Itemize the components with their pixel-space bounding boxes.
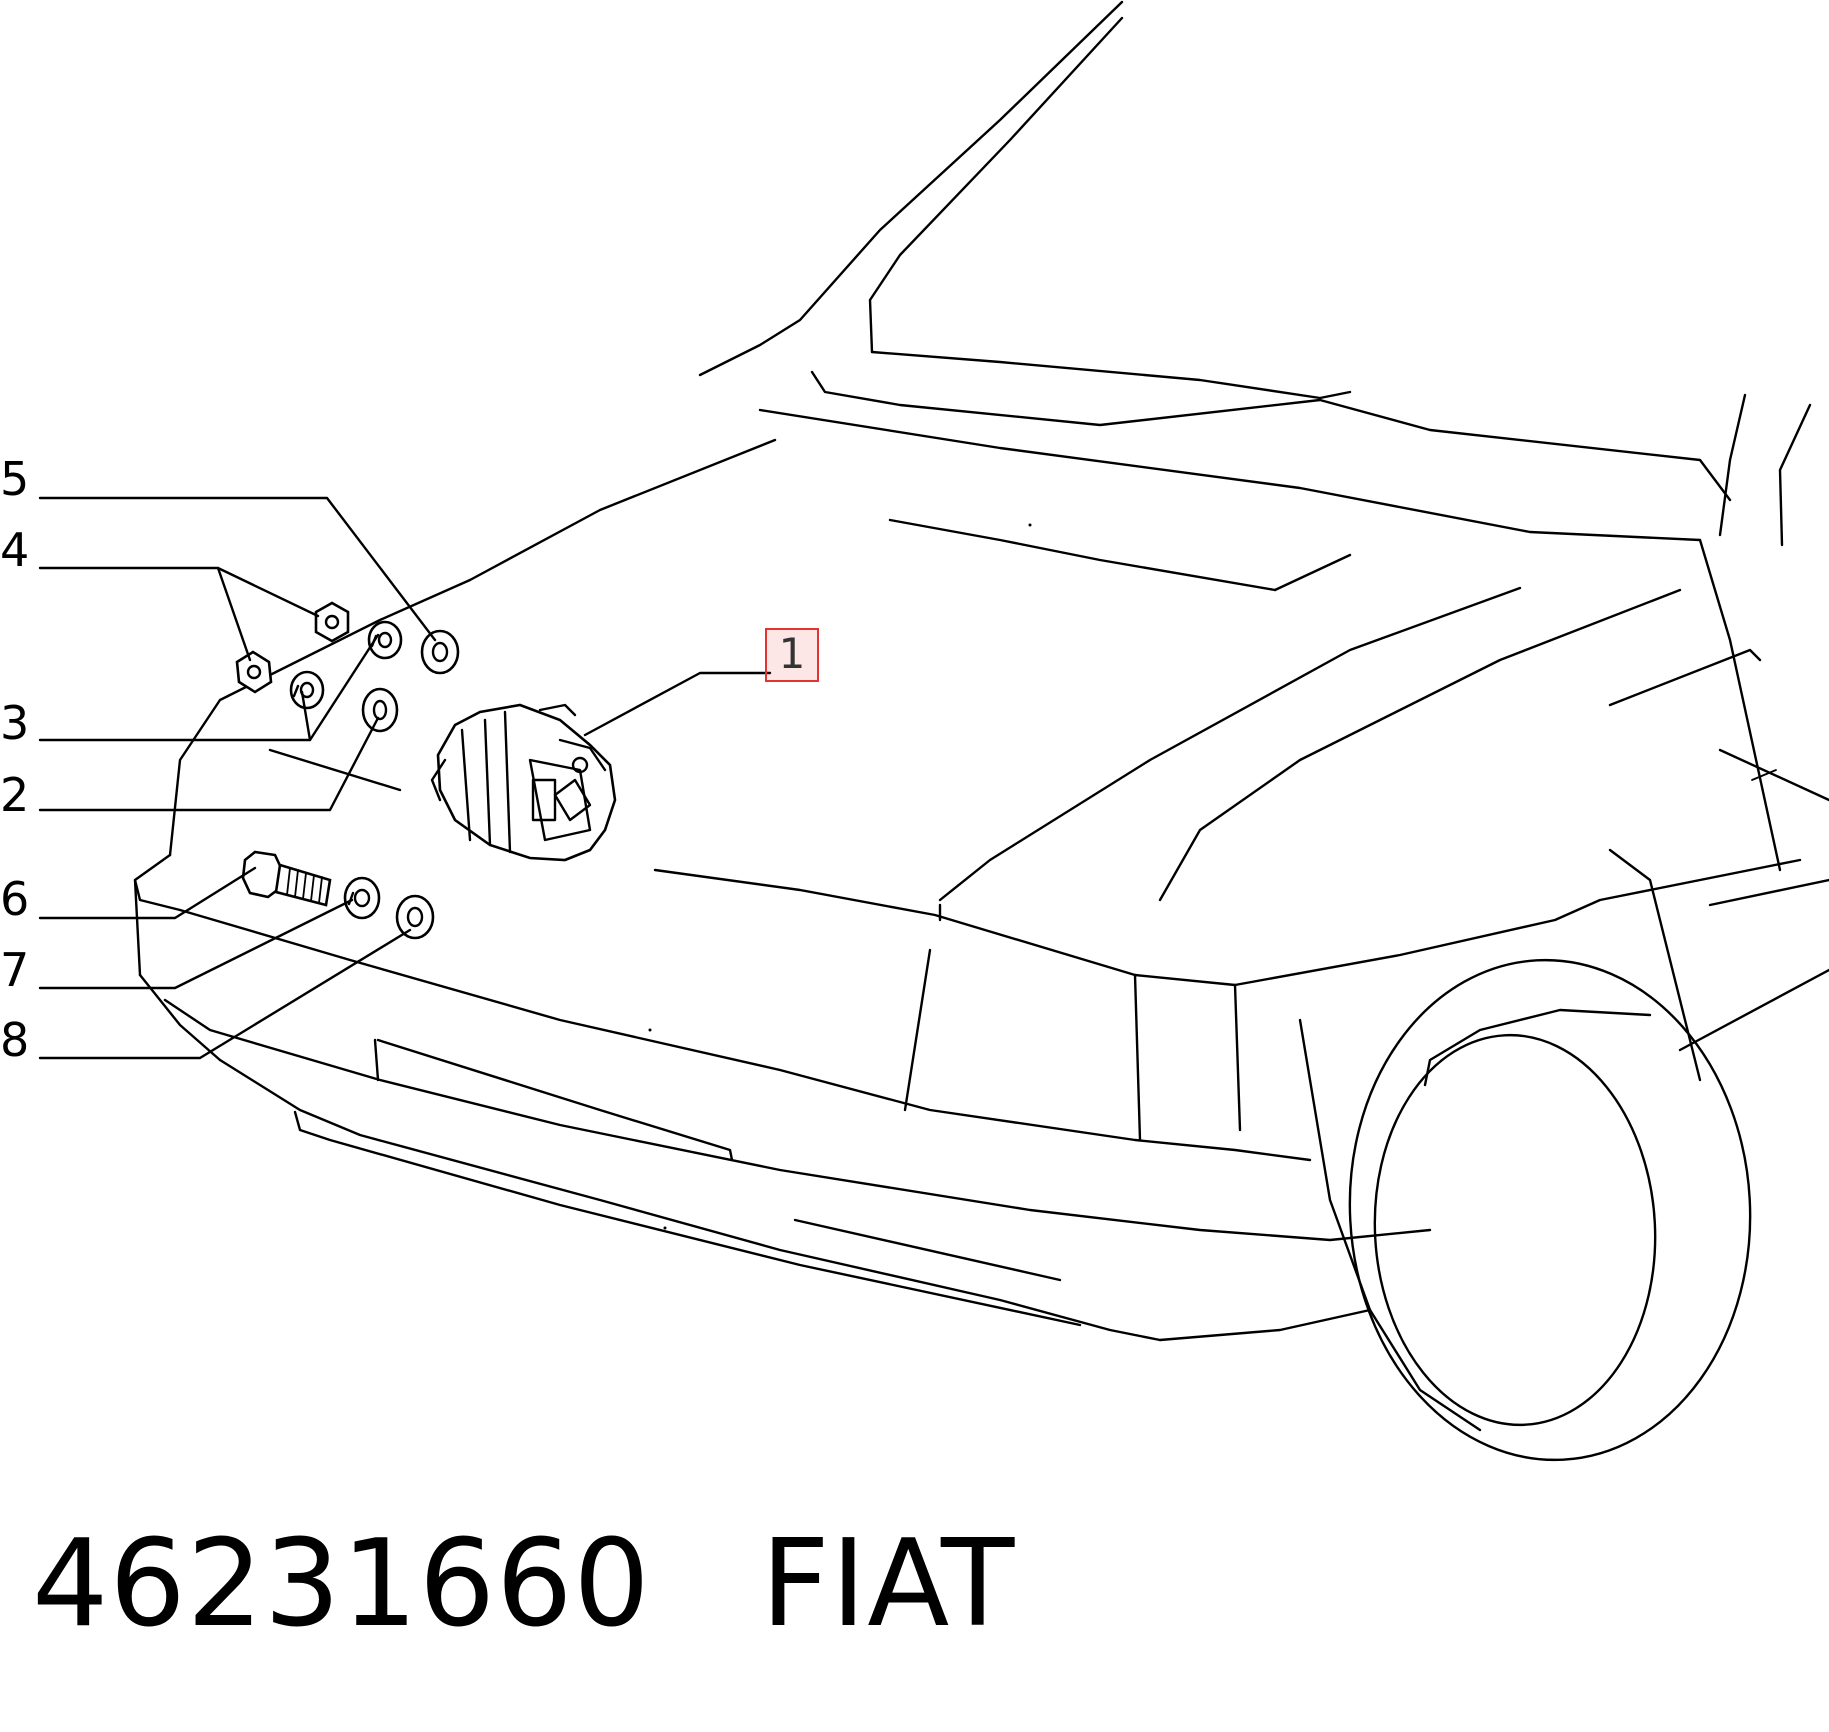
part-number: 46231660: [32, 1515, 651, 1654]
hood-outline: [268, 408, 1702, 987]
callout-3[interactable]: 3: [0, 696, 30, 750]
flat-washer-part-2: [361, 687, 399, 733]
lock-washer-part-7: [343, 876, 381, 920]
windshield-outline: [698, 0, 1812, 547]
detail-marks: [648, 523, 1777, 1230]
flat-washer-part-5: [420, 629, 460, 675]
callout-2[interactable]: 2: [0, 768, 30, 822]
callout-4[interactable]: 4: [0, 523, 30, 577]
leader-lines: [38, 496, 772, 1060]
callout-1[interactable]: 1: [765, 628, 819, 682]
front-fascia-outline: [133, 578, 1432, 1242]
bolt-part-6: [241, 850, 332, 907]
alternator-part-1: [430, 703, 617, 862]
bumper-outline: [218, 1058, 1372, 1342]
part-caption: 46231660 FIAT: [32, 1515, 1015, 1655]
front-wheel: [1298, 958, 1752, 1462]
callout-1-label: 1: [778, 629, 806, 678]
fender-outline: [1233, 538, 1829, 1087]
brand-name: FIAT: [760, 1515, 1016, 1654]
callout-8[interactable]: 8: [0, 1013, 30, 1067]
hex-nut-part-4-upper: [314, 601, 350, 643]
lock-washer-part-3-lower: [289, 670, 325, 710]
flat-washer-part-8: [395, 894, 435, 940]
callout-6[interactable]: 6: [0, 872, 30, 926]
callout-7[interactable]: 7: [0, 943, 30, 997]
callout-5[interactable]: 5: [0, 452, 30, 506]
hex-nut-part-4-lower: [235, 650, 273, 694]
